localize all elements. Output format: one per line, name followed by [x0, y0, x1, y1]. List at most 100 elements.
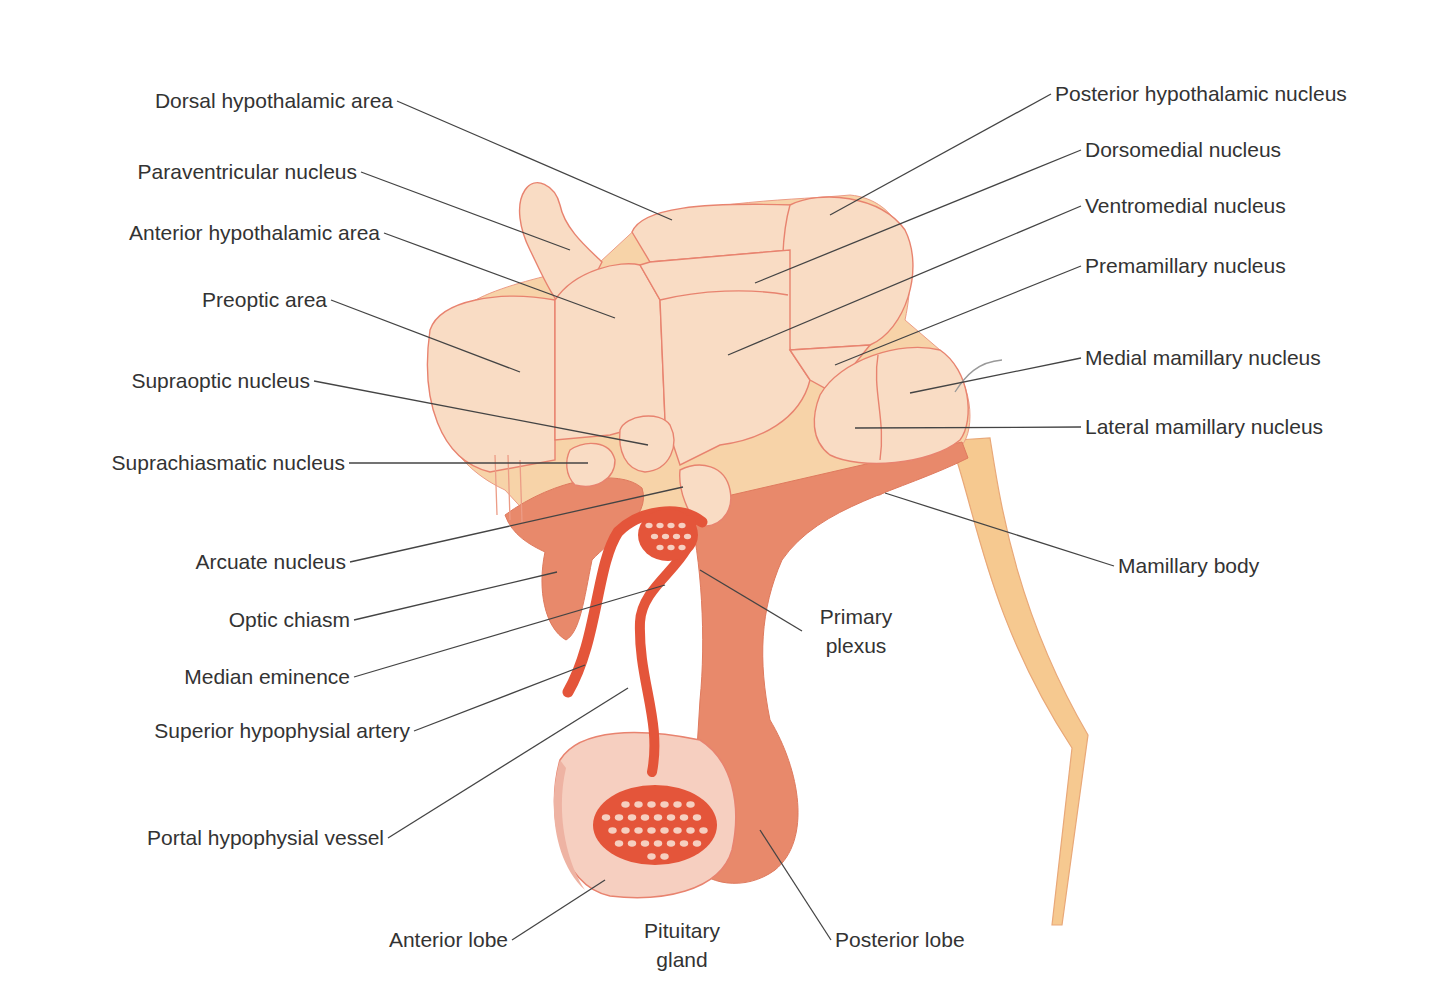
capillary-gap	[673, 827, 681, 833]
mamillary-tract	[956, 438, 1088, 925]
capillary-gap	[680, 840, 688, 846]
leader-line	[512, 880, 605, 940]
capillary-gap	[647, 801, 655, 807]
part-label: Premamillary nucleus	[1085, 251, 1286, 280]
leader-line	[354, 572, 557, 620]
capillary-gap	[699, 827, 707, 833]
supraoptic-shape	[620, 416, 674, 472]
preoptic-shape	[428, 296, 556, 472]
mamillary-nuclei-shape	[814, 347, 968, 463]
part-label: Mamillary body	[1118, 551, 1259, 580]
capillary-gap	[693, 840, 701, 846]
capillary-gap	[628, 814, 636, 820]
capillary-gap	[667, 840, 675, 846]
part-label: Superior hypophysial artery	[154, 716, 410, 745]
leader-line	[760, 830, 831, 940]
part-label: Supraoptic nucleus	[131, 366, 310, 395]
capillary-gap	[615, 840, 623, 846]
capillary-gap	[621, 827, 629, 833]
secondary-plexus-net	[593, 785, 717, 865]
capillary-gap	[645, 523, 652, 528]
capillary-gap	[641, 814, 649, 820]
anterior-lobe	[554, 733, 735, 898]
leader-line	[388, 688, 628, 838]
capillary-bed	[638, 509, 698, 561]
leader-line	[755, 150, 1081, 283]
capillary-gap	[654, 840, 662, 846]
leader-line	[350, 487, 683, 562]
capillary-gap	[686, 801, 694, 807]
capillary-gap	[667, 523, 674, 528]
part-label: Median eminence	[184, 662, 350, 691]
part-label: Ventromedial nucleus	[1085, 191, 1286, 220]
capillary-gap	[656, 523, 663, 528]
capillary-gap	[634, 801, 642, 807]
part-label: Paraventricular nucleus	[138, 157, 357, 186]
leader-line	[314, 381, 648, 445]
capillary-gap	[678, 545, 685, 550]
part-label: Dorsal hypothalamic area	[155, 86, 393, 115]
capillary-gap	[684, 534, 691, 539]
part-label: Anterior hypothalamic area	[129, 218, 380, 247]
capillary-gap	[693, 814, 701, 820]
capillary-gap	[662, 534, 669, 539]
capillary-gap	[660, 801, 668, 807]
capillary-gap	[667, 545, 674, 550]
capillary-gap	[634, 827, 642, 833]
leader-line	[361, 172, 570, 250]
capillary-gap	[628, 840, 636, 846]
part-label: Medial mamillary nucleus	[1085, 343, 1321, 372]
part-label: Arcuate nucleus	[195, 547, 346, 576]
leader-line	[728, 206, 1081, 355]
capillary-gap	[641, 840, 649, 846]
leader-line	[354, 585, 665, 677]
leader-line	[830, 94, 1051, 215]
capillary-gap	[654, 814, 662, 820]
capillary-gap	[673, 534, 680, 539]
posterior-nucleus-shape	[783, 197, 913, 350]
leader-line	[885, 493, 1114, 566]
leader-line	[855, 427, 1081, 428]
part-label: Preoptic area	[202, 285, 327, 314]
part-label: Suprachiasmatic nucleus	[112, 448, 345, 477]
part-label: Posterior lobe	[835, 925, 965, 954]
capillary-gap	[686, 827, 694, 833]
leader-line	[835, 266, 1081, 365]
primary-plexus-net	[638, 509, 698, 561]
chiasm-strokes	[495, 455, 522, 522]
capillary-gap	[680, 814, 688, 820]
capillary-gap	[602, 814, 610, 820]
part-label: Portal hypophysial vessel	[147, 823, 384, 852]
part-label: Posterior hypothalamic nucleus	[1055, 79, 1347, 108]
mamillary-divider	[876, 355, 881, 460]
capillary-gap	[678, 523, 685, 528]
capillary-gap	[651, 534, 658, 539]
capillary-gap	[621, 801, 629, 807]
capillary-gap	[660, 853, 668, 859]
capillary-gap	[660, 827, 668, 833]
optic-chiasm	[505, 478, 644, 640]
capillary-gap	[647, 827, 655, 833]
nuclei-group	[428, 183, 969, 526]
leader-line	[349, 462, 588, 463]
part-label: Primary plexus	[806, 602, 906, 661]
part-label: Dorsomedial nucleus	[1085, 135, 1281, 164]
leader-line	[397, 101, 672, 220]
part-label: Pituitary gland	[627, 916, 737, 975]
part-label: Anterior lobe	[389, 925, 508, 954]
part-label: Lateral mamillary nucleus	[1085, 412, 1323, 441]
anterior-lobe-rim	[554, 760, 585, 890]
capillary-gap	[608, 827, 616, 833]
capillary-bed	[593, 785, 717, 865]
suprachiasmatic-shape	[567, 443, 615, 486]
leader-line	[331, 300, 520, 372]
capillary-gap	[667, 814, 675, 820]
leader-line	[414, 665, 585, 731]
capillary-gap	[615, 814, 623, 820]
capillary-gap	[647, 853, 655, 859]
leader-line	[700, 570, 802, 631]
capillary-gap	[673, 801, 681, 807]
part-label: Optic chiasm	[229, 605, 350, 634]
